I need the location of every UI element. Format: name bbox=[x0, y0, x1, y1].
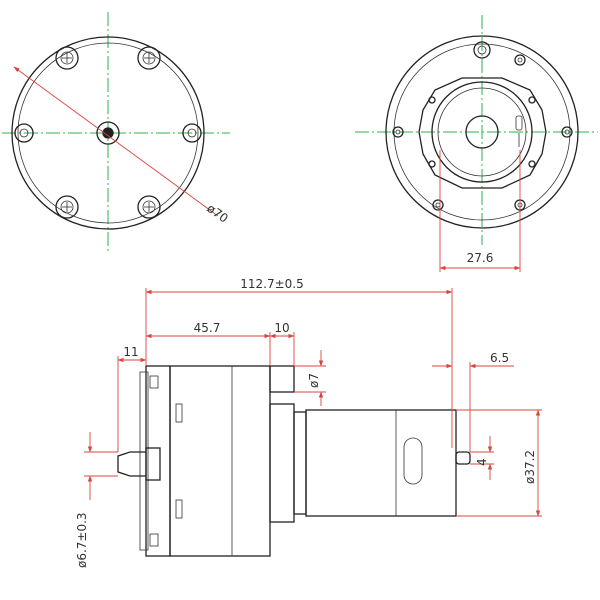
rear-view-outer-circle bbox=[385, 35, 579, 229]
screw-boss bbox=[182, 123, 202, 143]
side-view-terminal bbox=[455, 451, 471, 465]
front-view-outer-circle bbox=[11, 36, 205, 230]
front-view-port-inner bbox=[102, 127, 114, 139]
front-view-diameter-label: ø70 bbox=[204, 201, 231, 226]
screw-boss bbox=[55, 46, 79, 70]
rear-view-flange-outline bbox=[418, 77, 547, 189]
mounting-hole bbox=[528, 96, 536, 104]
rear-view-motor-circle bbox=[431, 81, 533, 183]
screw-boss bbox=[55, 195, 79, 219]
rear-view-top-boss bbox=[473, 41, 491, 59]
side-view-gearbox bbox=[293, 411, 307, 515]
front-view: ø70 bbox=[2, 12, 231, 252]
side-view-pump-cover bbox=[145, 365, 171, 557]
overall-length-label: 112.7±0.5 bbox=[240, 277, 304, 291]
flange-offset-label: 10 bbox=[274, 321, 289, 335]
front-view-screw-bosses bbox=[14, 46, 202, 219]
terminal-width-label: 4 bbox=[475, 458, 489, 466]
side-view-flange bbox=[269, 403, 295, 523]
mounting-hole bbox=[514, 54, 526, 66]
side-view-screw bbox=[175, 499, 183, 519]
side-view: 112.7±0.5 45.7 10 11 ø7 6.5 ø37.2 bbox=[75, 277, 542, 568]
mounting-hole bbox=[428, 96, 436, 104]
boss-diameter-label: ø7 bbox=[307, 373, 321, 388]
pump-head-length-label: 45.7 bbox=[194, 321, 221, 335]
mounting-hole bbox=[428, 160, 436, 168]
port-diameter-label: ø6.7±0.3 bbox=[75, 512, 89, 568]
side-view-screw bbox=[149, 533, 159, 547]
side-view-screw bbox=[149, 375, 159, 389]
rear-view-motor-inner-circle bbox=[437, 87, 527, 177]
side-view-screw bbox=[175, 403, 183, 423]
side-view-port-boss bbox=[145, 447, 161, 481]
screw-boss bbox=[14, 123, 34, 143]
motor-diameter-label: ø37.2 bbox=[523, 450, 537, 484]
side-view-pump-body bbox=[169, 365, 271, 557]
front-view-diameter-line bbox=[13, 66, 219, 217]
mounting-hole bbox=[392, 126, 404, 138]
side-view-top-boss bbox=[269, 365, 295, 393]
side-view-cover-lip bbox=[139, 371, 149, 551]
rear-view-width-label: 27.6 bbox=[467, 251, 494, 265]
rear-view: 27.6 bbox=[355, 15, 598, 272]
side-view-barb-port bbox=[117, 451, 146, 477]
side-view-motor bbox=[305, 409, 457, 517]
screw-boss bbox=[137, 46, 161, 70]
rear-view-terminal bbox=[515, 115, 523, 131]
rear-view-outer-ring bbox=[393, 43, 571, 221]
screw-boss bbox=[137, 195, 161, 219]
rear-view-shaft bbox=[465, 115, 499, 149]
front-view-inner-circle bbox=[17, 42, 199, 224]
rear-view-mounting-holes bbox=[392, 54, 573, 211]
terminal-offset-label: 6.5 bbox=[490, 351, 509, 365]
port-length-label: 11 bbox=[123, 345, 138, 359]
front-view-port-outer bbox=[96, 121, 120, 145]
mounting-hole bbox=[528, 160, 536, 168]
side-view-motor-slot bbox=[403, 437, 423, 485]
mounting-hole bbox=[561, 126, 573, 138]
rear-view-top-boss-hole bbox=[477, 45, 487, 55]
